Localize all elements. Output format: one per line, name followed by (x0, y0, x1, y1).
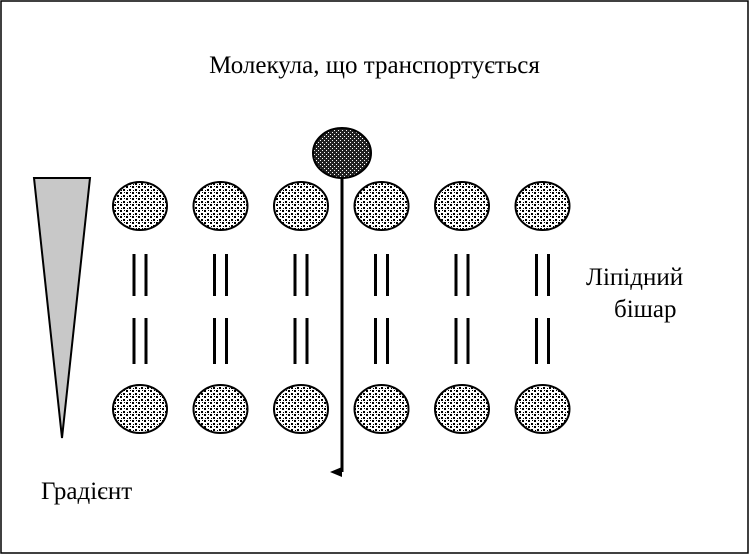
lipid-head-top (112, 181, 168, 231)
gradient-label: Градієнт (41, 478, 133, 505)
lipid-tails (132, 254, 550, 364)
gradient-wedge (32, 177, 92, 439)
lipid-head-top (514, 181, 571, 231)
transported-molecule (312, 127, 372, 179)
lipid-head-top (192, 181, 249, 231)
top-lipid-layer (112, 181, 571, 231)
lipid-bilayer-label-line1: Ліпідний (586, 264, 684, 291)
gradient-triangle (32, 177, 92, 439)
lipid-head-bottom (112, 384, 168, 434)
lipid-head-top (273, 181, 329, 231)
transported-molecule-label: Молекула, що транспортується (209, 52, 540, 79)
lipid-head-bottom (434, 384, 490, 434)
lipid-head-bottom (273, 384, 329, 434)
bottom-lipid-layer (112, 384, 571, 434)
lipid-bilayer-label: Ліпідний бішар (586, 262, 683, 326)
lipid-head-bottom (192, 384, 249, 434)
lipid-bilayer-label-line2: бішар (614, 296, 677, 323)
lipid-head-bottom (353, 384, 410, 434)
lipid-head-top (434, 181, 490, 231)
lipid-head-top (353, 181, 410, 231)
lipid-head-bottom (514, 384, 571, 434)
